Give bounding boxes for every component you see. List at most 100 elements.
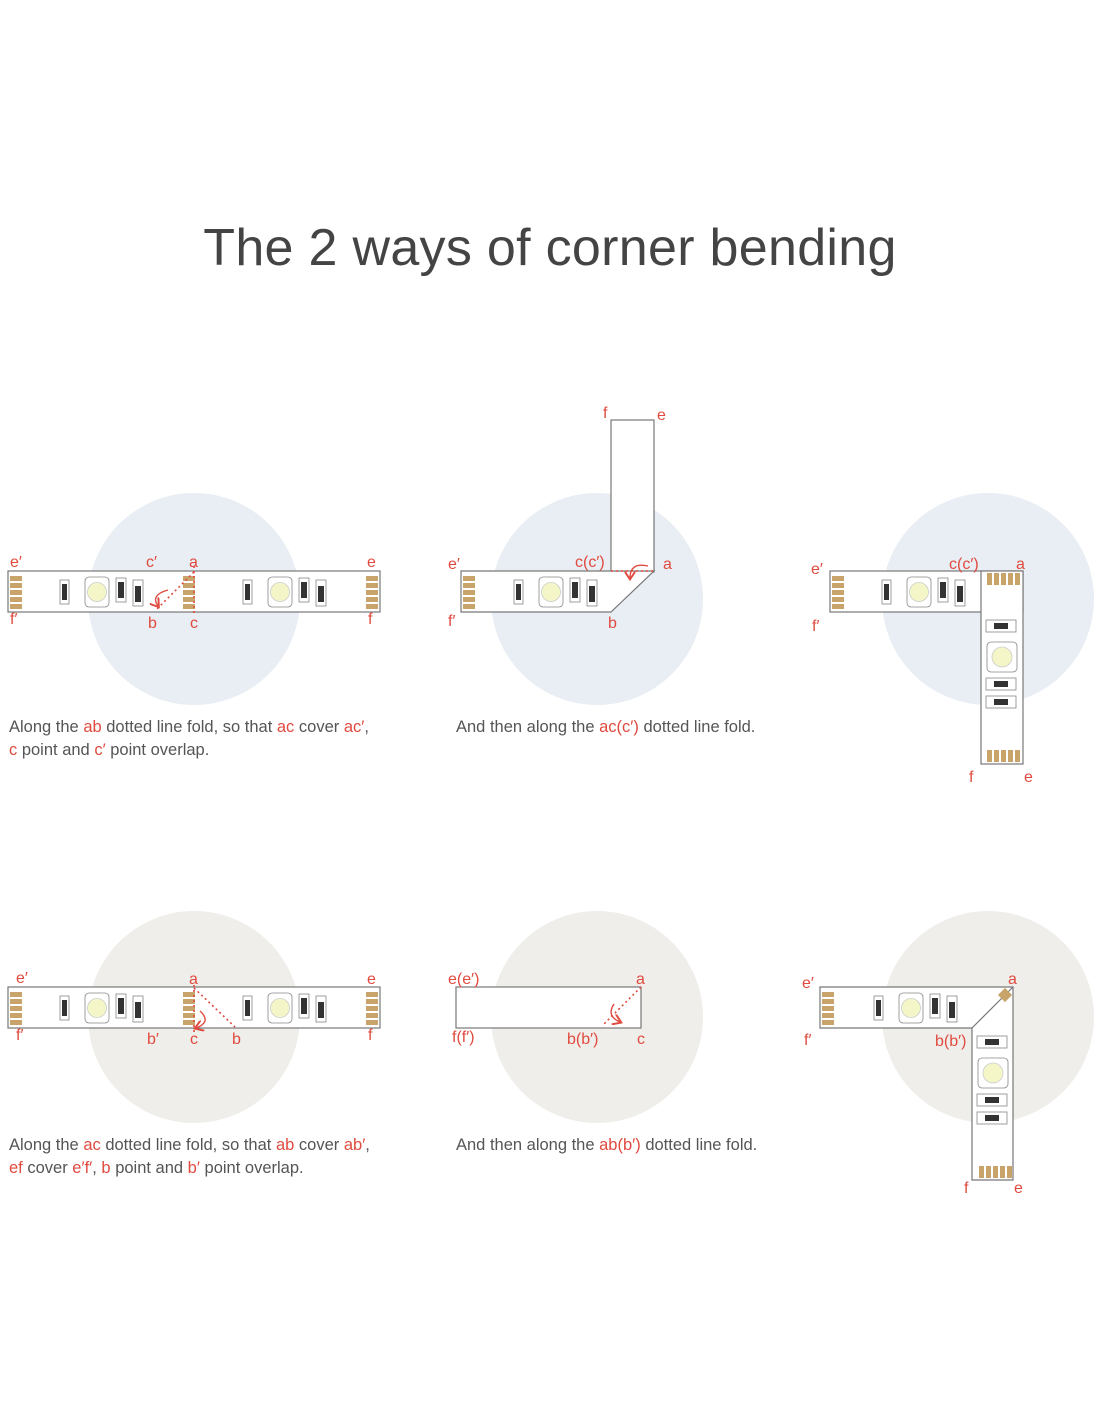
label-f: f: [969, 769, 974, 786]
led-unit: [976, 1035, 1009, 1125]
led-unit: [59, 576, 144, 608]
label-e: e: [367, 554, 376, 571]
label-f-prime: f′: [804, 1032, 811, 1049]
corner-pad: [997, 987, 1013, 1003]
diagram-m2-step1: e′ a e f′ b′ c b f: [7, 970, 381, 1048]
resistor-body: [516, 584, 521, 600]
led-chip: [87, 998, 107, 1018]
copper-pad: [822, 992, 834, 997]
led-unit: [59, 992, 144, 1024]
resistor-body: [118, 582, 124, 598]
label-e-prime: e′: [448, 556, 460, 573]
label-e-prime: e′: [811, 561, 823, 578]
copper-pad: [183, 597, 195, 602]
copper-pad: [832, 604, 844, 609]
caption-text: dotted line fold, so that: [100, 1136, 276, 1154]
caption-m1-step1: Along the ab dotted line fold, so that a…: [9, 716, 369, 762]
led-unit: [242, 576, 327, 608]
fold-arrow: [156, 589, 169, 606]
caption-text: cover: [22, 1159, 73, 1177]
copper-pad: [366, 590, 378, 595]
caption-text: dotted line fold, so that: [101, 718, 277, 736]
resistor-body: [318, 586, 324, 602]
caption-text: cover: [294, 1136, 344, 1154]
label-b: b: [148, 615, 157, 632]
copper-pad: [10, 992, 22, 997]
label-e: e: [1024, 769, 1033, 786]
copper-pad: [183, 992, 195, 997]
resistor-body: [62, 584, 67, 600]
led-chip: [991, 646, 1013, 668]
copper-pads: [987, 750, 1020, 762]
copper-pad: [366, 1020, 378, 1025]
copper-pad: [366, 604, 378, 609]
copper-pad: [10, 999, 22, 1004]
copper-pads: [987, 573, 1020, 585]
label-f: f: [603, 405, 608, 422]
copper-pad: [183, 1006, 195, 1011]
label-f-prime: f′: [448, 613, 455, 630]
resistor-body: [589, 586, 595, 602]
copper-pad: [994, 750, 999, 762]
led-unit: [985, 619, 1018, 709]
label-f: f: [368, 1027, 373, 1044]
resistor-body: [994, 623, 1008, 629]
led-chip: [270, 998, 290, 1018]
copper-pad: [832, 597, 844, 602]
caption-highlight: ab(b′): [599, 1136, 641, 1154]
resistor-body: [876, 1000, 881, 1016]
copper-pad: [183, 576, 195, 581]
caption-text: point and: [17, 741, 95, 759]
label-ff-prime: f(f′): [452, 1029, 475, 1046]
copper-pad: [822, 1006, 834, 1011]
copper-pad: [10, 1013, 22, 1018]
copper-pad: [366, 597, 378, 602]
caption-highlight: ab: [275, 1136, 295, 1154]
led-unit: [513, 576, 598, 608]
label-c: c: [637, 1031, 645, 1048]
label-f-prime: f′: [10, 611, 17, 628]
resistor-body: [940, 582, 946, 598]
label-bb-prime: b(b′): [567, 1031, 598, 1048]
copper-pad: [183, 583, 195, 588]
resistor-body: [572, 582, 578, 598]
resistor-body: [994, 699, 1008, 705]
copper-pad: [993, 1166, 998, 1178]
caption-highlight: ac′: [343, 718, 365, 736]
label-f: f: [368, 611, 373, 628]
copper-pad: [987, 750, 992, 762]
copper-pad: [366, 576, 378, 581]
label-c: c: [190, 615, 198, 632]
resistor-body: [949, 1002, 955, 1018]
copper-pad: [10, 583, 22, 588]
led-chip: [270, 582, 290, 602]
label-a: a: [189, 971, 198, 988]
label-a: a: [663, 556, 672, 573]
copper-pads: [10, 576, 22, 609]
resistor-body: [932, 998, 938, 1014]
caption-text: ,: [364, 718, 369, 736]
copper-pad: [183, 604, 195, 609]
resistor-body: [135, 1002, 141, 1018]
fold-line-ab: [601, 986, 642, 1027]
resistor-body: [985, 1039, 999, 1045]
caption-text: Along the: [9, 718, 84, 736]
copper-pad: [1001, 750, 1006, 762]
copper-pad: [463, 590, 475, 595]
resistor-body: [245, 1000, 250, 1016]
resistor-body: [135, 586, 141, 602]
resistor-body: [245, 584, 250, 600]
label-c-prime: c′: [146, 554, 157, 571]
resistor-body: [994, 681, 1008, 687]
copper-pads: [366, 576, 378, 609]
copper-pad: [366, 992, 378, 997]
diagram-m2-step3: e′ a f′ b(b′) f e: [802, 971, 1023, 1197]
caption-m2-step1: Along the ac dotted line fold, so that a…: [9, 1134, 370, 1180]
copper-pad: [10, 604, 22, 609]
caption-highlight: c: [9, 741, 18, 759]
copper-pad: [183, 1020, 195, 1025]
diagram-m1-step3: e′ c(c′) a f′ f e: [811, 556, 1033, 786]
label-c: c: [190, 1031, 198, 1048]
copper-pads: [979, 1166, 1012, 1178]
led-chip: [909, 582, 929, 602]
